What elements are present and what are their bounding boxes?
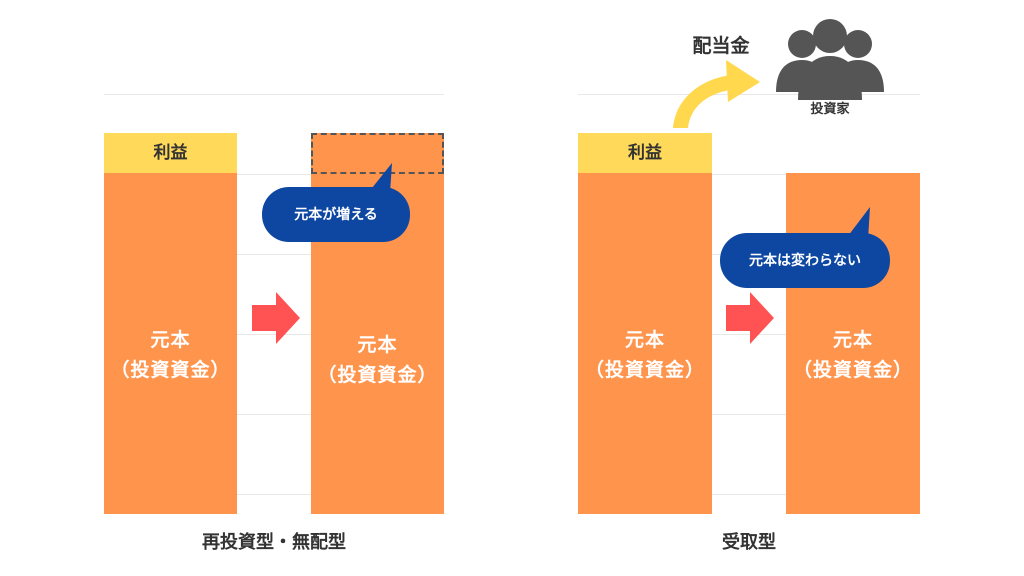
arrow-right-icon: [252, 292, 300, 344]
speech-bubble: [262, 163, 410, 242]
right-caption: 受取型: [722, 532, 776, 553]
principal-label-line1: 元本: [150, 329, 191, 351]
profit-block: [578, 133, 712, 173]
grown-principal-label-line2: （投資資金）: [317, 364, 438, 386]
principal-label-line1: 元本: [624, 329, 665, 351]
gridline: [578, 494, 920, 495]
people-group-icon: [776, 19, 884, 100]
bubble-text: 元本が増える: [294, 207, 378, 223]
principal-label-line2: （投資資金）: [584, 359, 705, 381]
speech-bubble: [720, 207, 890, 288]
added-profit-dashed-box: [311, 133, 444, 174]
unchanged-principal-label-line1: 元本: [832, 329, 873, 351]
dividend-label: 配当金: [692, 35, 750, 57]
profit-label: 利益: [153, 143, 188, 163]
arrow-right-icon: [726, 292, 774, 344]
grown-principal-label-line1: 元本: [357, 334, 398, 356]
gridline: [104, 254, 444, 255]
gridline: [104, 94, 444, 95]
left-caption: 再投資型・無配型: [202, 532, 346, 553]
gridline: [104, 494, 444, 495]
principal-block: [578, 173, 712, 514]
investor-label-overlay: 投資家: [810, 102, 850, 117]
bubble-text: 元本は変わらない: [749, 253, 861, 269]
principal-label: 元本 （投資資金）: [578, 325, 712, 385]
unchanged-principal-label-line2: （投資資金）: [792, 359, 913, 381]
gridline: [104, 414, 444, 415]
gridline: [104, 174, 444, 175]
principal-label: 元本 （投資資金）: [104, 325, 237, 385]
principal-block: [104, 173, 237, 514]
profit-label: 利益: [628, 143, 662, 163]
profit-block: [104, 133, 237, 173]
unchanged-principal-label: 元本 （投資資金）: [786, 325, 920, 385]
gridline: [578, 174, 920, 175]
gridline: [578, 414, 920, 415]
principal-label-line2: （投資資金）: [110, 359, 231, 381]
grown-principal-label: 元本 （投資資金）: [311, 330, 444, 390]
gridline: [578, 334, 920, 335]
gridline: [578, 94, 920, 95]
curved-arrow-icon: [673, 60, 760, 128]
gridline: [104, 334, 444, 335]
